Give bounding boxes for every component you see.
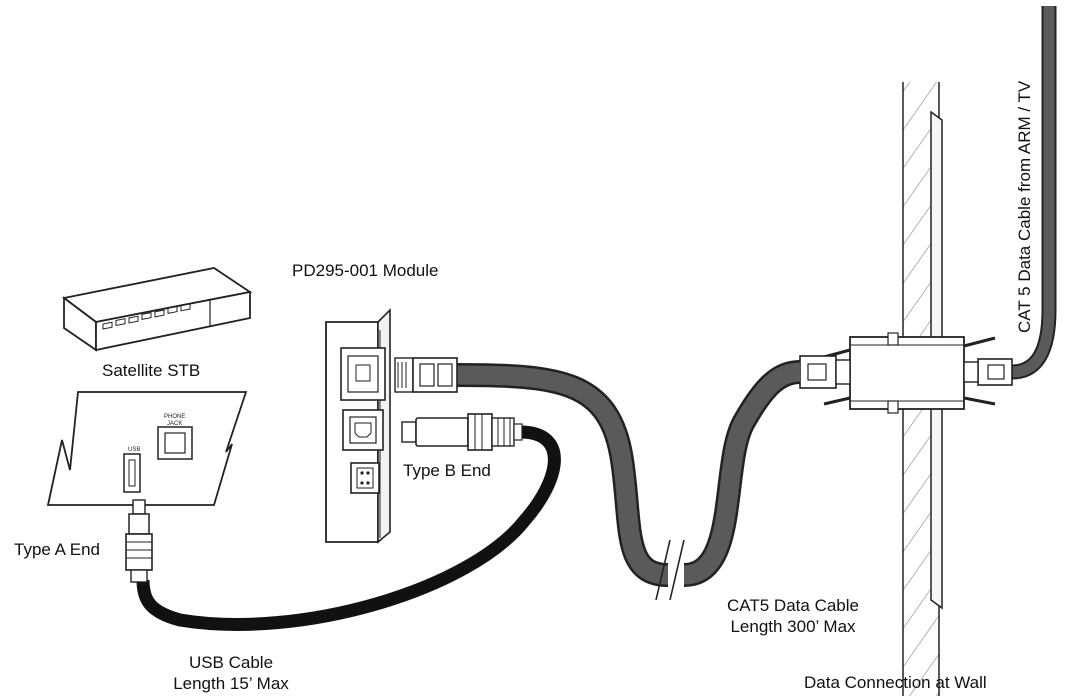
cat5-cable-from-arm [1011, 6, 1057, 380]
phone-jack-label-line2: JACK [167, 421, 182, 427]
usb-type-a-plug [125, 499, 153, 583]
usb-cable [136, 425, 561, 631]
usb-port-label: USB [128, 447, 140, 453]
cat5-from-arm-label: CAT 5 Data Cable from ARM / TV [1015, 80, 1034, 333]
wall-connection-label: Data Connection at Wall [804, 673, 987, 692]
rj45-plug-left [799, 355, 851, 389]
usb-type-b-plug [401, 413, 523, 451]
stb-label: Satellite STB [102, 361, 201, 380]
phone-jack-label-line1: PHONE [164, 414, 185, 420]
cat5-cable-label-line1: CAT5 Data Cable [727, 596, 859, 615]
pd295-module [325, 308, 391, 544]
type-b-end-label: Type B End [403, 461, 491, 480]
rj45-plug-right [963, 358, 1013, 386]
cat5-cable-label-line2: Length 300’ Max [730, 617, 856, 636]
wall-coupler [823, 332, 996, 414]
usb-cable-label-line2: Length 15’ Max [173, 674, 289, 693]
usb-cable-label-line1: USB Cable [188, 653, 274, 672]
cat5-data-cable [455, 360, 801, 601]
type-a-end-label: Type A End [14, 540, 101, 559]
rj45-plug-module [394, 357, 458, 393]
satellite-stb [61, 267, 253, 352]
module-label: PD295-001 Module [292, 261, 439, 280]
stb-back-panel: USB PHONE JACK [46, 391, 248, 506]
